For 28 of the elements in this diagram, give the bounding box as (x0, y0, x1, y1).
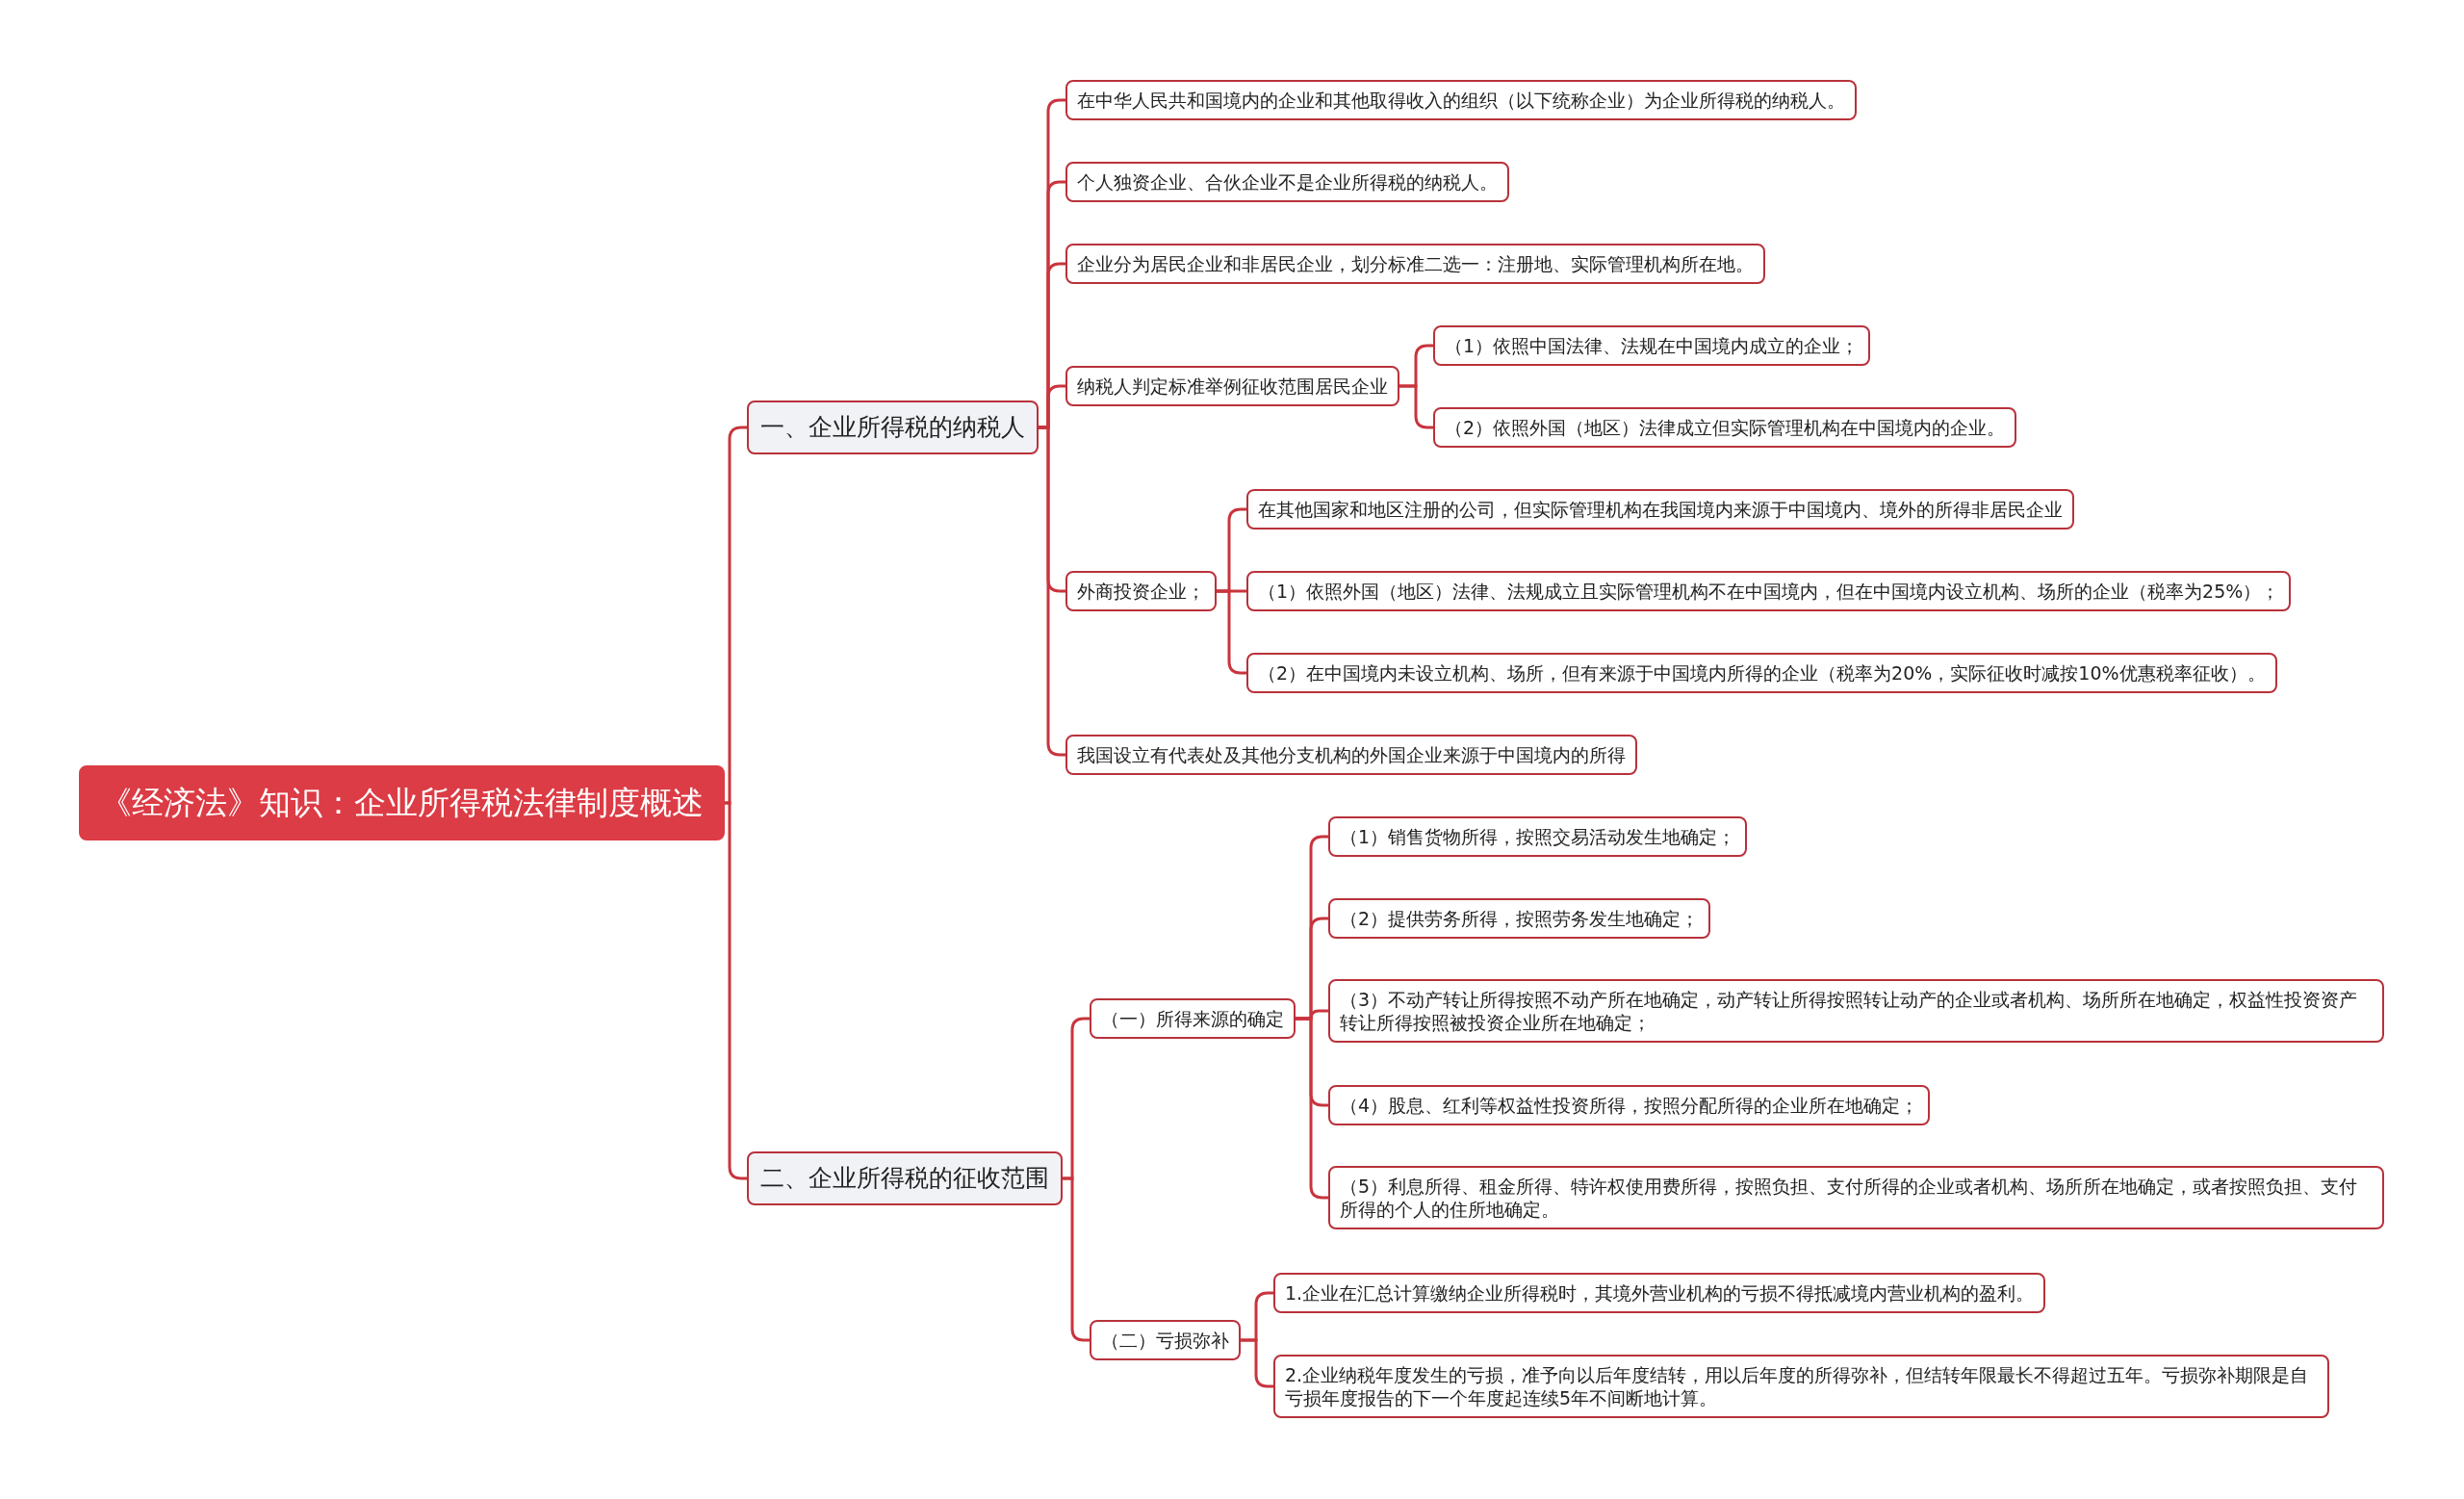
topic-box: 一、企业所得税的纳税人 (747, 401, 1039, 454)
subtopic-box: 在其他国家和地区注册的公司，但实际管理机构在我国境内来源于中国境内、境外的所得非居民企业 (1246, 489, 2074, 530)
connector-line (1063, 1176, 1090, 1342)
connector-line (1399, 384, 1433, 429)
central-topic-box: 《经济法》知识：企业所得税法律制度概述 (79, 765, 725, 840)
subtopic-box: （二）亏损弥补 (1090, 1320, 1241, 1360)
subtopic-box: （1）依照中国法律、法规在中国境内成立的企业； (1433, 325, 1871, 366)
subtopic-box: 纳税人判定标准举例征收范围居民企业 (1065, 366, 1399, 406)
subtopic-box: （2）提供劳务所得，按照劳务发生地确定； (1328, 898, 1711, 939)
subtopic-box: （3）不动产转让所得按照不动产所在地确定，动产转让所得按照转让动产的企业或者机构、场所所在地确定，权益性投资资产转让所得按照被投资企业所在地确定； (1328, 979, 2384, 1043)
subtopic-box: 外商投资企业； (1065, 571, 1217, 611)
connector-line (1217, 589, 1246, 675)
subtopic-box: 我国设立有代表处及其他分支机构的外国企业来源于中国境内的所得 (1065, 735, 1637, 775)
subtopic-box: （一）所得来源的确定 (1090, 998, 1296, 1039)
subtopic-box: （2）依照外国（地区）法律成立但实际管理机构在中国境内的企业。 (1433, 407, 2017, 448)
subtopic-box: 个人独资企业、合伙企业不是企业所得税的纳税人。 (1065, 162, 1509, 202)
subtopic-box: （1）销售货物所得，按照交易活动发生地确定； (1328, 816, 1748, 857)
subtopic-box: （5）利息所得、租金所得、特许权使用费所得，按照负担、支付所得的企业或者机构、场所所在地确定，或者按照负担、支付所得的个人的住所地确定。 (1328, 1166, 2384, 1229)
connector-line (725, 801, 747, 1180)
subtopic-box: 2.企业纳税年度发生的亏损，准予向以后年度结转，用以后年度的所得弥补，但结转年限最长不得超过五年。亏损弥补期限是自亏损年度报告的下一个年度起连续5年不间断地计算。 (1273, 1355, 2329, 1418)
topic-box: 二、企业所得税的征收范围 (747, 1151, 1063, 1205)
subtopic-box: 1.企业在汇总计算缴纳企业所得税时，其境外营业机构的亏损不得抵减境内营业机构的盈利。 (1273, 1273, 2046, 1313)
subtopic-box: （2）在中国境内未设立机构、场所，但有来源于中国境内所得的企业（税率为20%，实际征收时减按10%优惠税率征收）。 (1246, 653, 2277, 693)
subtopic-box: 在中华人民共和国境内的企业和其他取得收入的组织（以下统称企业）为企业所得税的纳税人。 (1065, 80, 1857, 120)
connector-line (1241, 1338, 1273, 1388)
subtopic-box: 企业分为居民企业和非居民企业，划分标准二选一：注册地、实际管理机构所在地。 (1065, 244, 1765, 284)
subtopic-box: （1）依照外国（地区）法律、法规成立且实际管理机构不在中国境内，但在中国境内设立机构、场所的企业（税率为25%）； (1246, 571, 2292, 611)
subtopic-box: （4）股息、红利等权益性投资所得，按照分配所得的企业所在地确定； (1328, 1085, 1931, 1125)
